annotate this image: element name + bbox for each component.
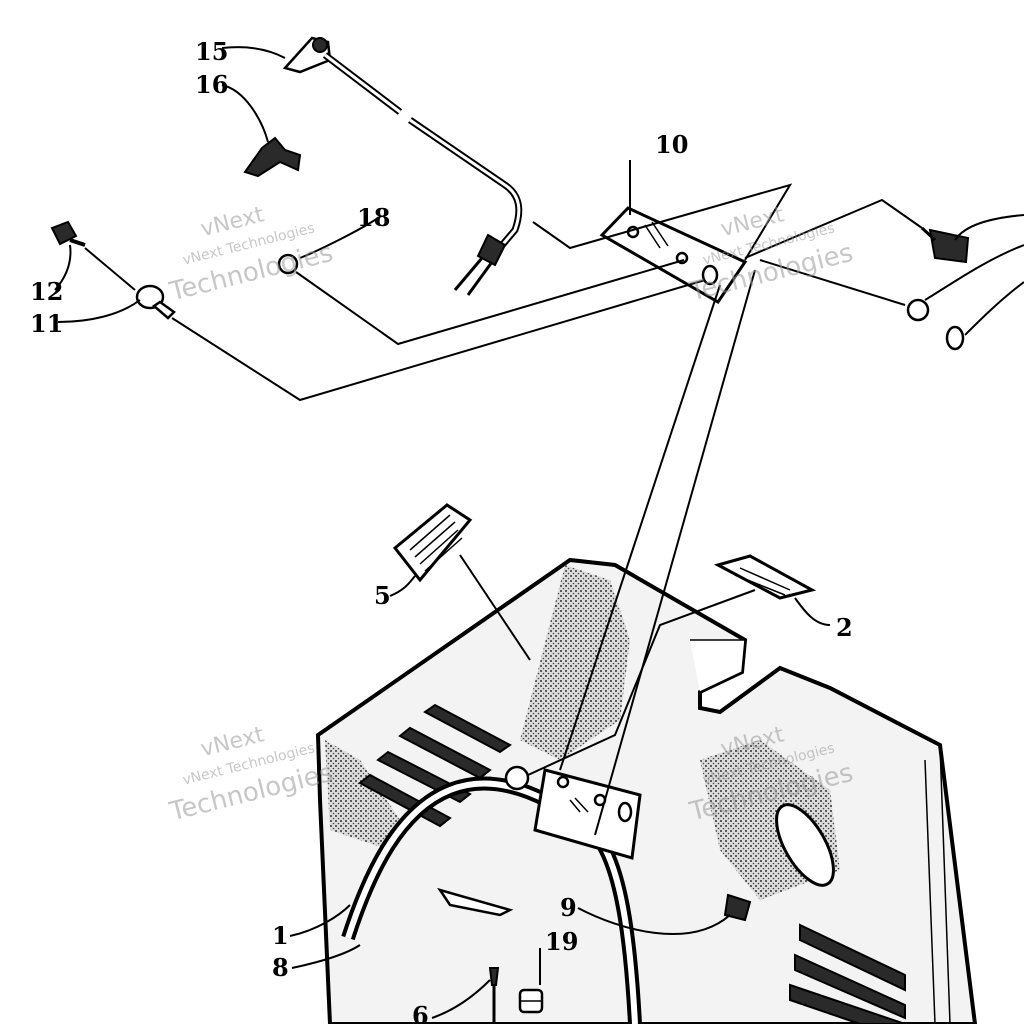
callout-16: 16 — [195, 70, 228, 99]
throttle-cable-part-15 — [282, 36, 523, 296]
callout-18: 18 — [357, 203, 390, 232]
callout-8: 8 — [272, 953, 289, 982]
washer-part-18 — [277, 253, 299, 275]
callout-19: 19 — [545, 927, 578, 956]
decal-part-5 — [392, 503, 473, 583]
left-vent-slots — [358, 703, 512, 828]
callout-leaders — [54, 46, 1024, 1019]
callout-numbers: 15 16 10 18 12 11 5 2 1 8 9 19 6 — [30, 37, 853, 1024]
hood-body — [315, 557, 978, 1024]
screw-part-6 — [488, 967, 500, 1024]
knob-part-12 — [50, 220, 86, 247]
hex-nut — [945, 325, 965, 351]
watermark-1: vNext vNext Technologies Technologies — [166, 202, 336, 307]
callout-15: 15 — [195, 37, 228, 66]
lock-washer — [906, 298, 930, 322]
decal-part-2 — [713, 554, 817, 600]
callout-1: 1 — [272, 921, 289, 950]
callout-9: 9 — [560, 893, 577, 922]
grommet — [504, 765, 530, 791]
switch-plate-part-10 — [599, 206, 748, 304]
clip-part-9 — [723, 893, 752, 922]
callout-12: 12 — [30, 277, 63, 306]
callout-5: 5 — [374, 581, 391, 610]
nut-part-19 — [518, 988, 544, 1014]
callout-6: 6 — [412, 1001, 429, 1024]
bushing-part-11 — [135, 284, 176, 320]
lever-part-16 — [243, 136, 302, 178]
callout-11: 11 — [30, 309, 63, 338]
trim-molding — [341, 776, 642, 1024]
toggle-switch — [920, 226, 970, 264]
watermark-3: vNext vNext Technologies Technologies — [166, 722, 336, 827]
callout-2: 2 — [836, 613, 853, 642]
bracket — [437, 887, 514, 917]
assembly-lines — [84, 183, 923, 836]
right-vent-slots — [789, 923, 906, 1024]
callout-10: 10 — [655, 130, 688, 159]
headlight-opening — [775, 803, 835, 887]
